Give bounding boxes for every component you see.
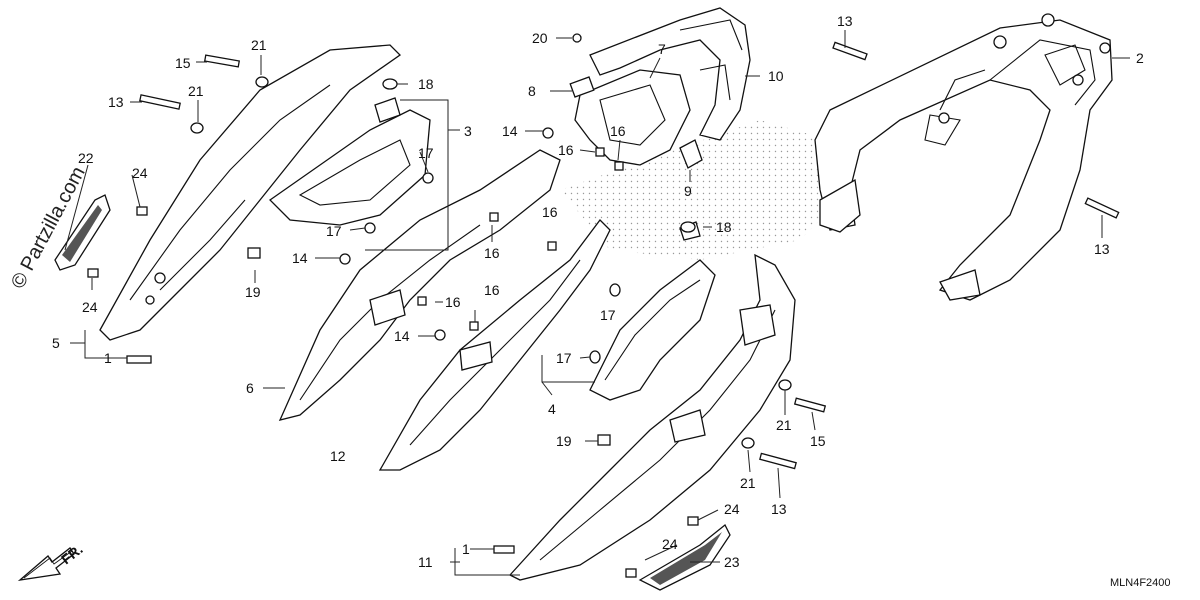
callout-13[interactable]: 13 (771, 501, 787, 517)
callout-17[interactable]: 17 (600, 307, 616, 323)
callout-20[interactable]: 20 (532, 30, 548, 46)
callout-13[interactable]: 13 (1094, 241, 1110, 257)
callout-10[interactable]: 10 (768, 68, 784, 84)
rear-top-cover[interactable] (589, 7, 751, 141)
callout-14[interactable]: 14 (394, 328, 410, 344)
callout-21[interactable]: 21 (251, 37, 267, 53)
callout-7[interactable]: 7 (658, 41, 666, 57)
callout-12[interactable]: 12 (330, 448, 346, 464)
front-direction-arrow: FR. (17, 541, 86, 581)
fasteners (87, 33, 1120, 578)
callout-22[interactable]: 22 (78, 150, 94, 166)
callout-21[interactable]: 21 (188, 83, 204, 99)
diagram-code: MLN4F2400 (1110, 577, 1171, 589)
callout-16[interactable]: 16 (610, 123, 626, 139)
right-lower-side-cover[interactable] (378, 219, 611, 471)
callout-17[interactable]: 17 (556, 350, 572, 366)
leader-lines (64, 30, 1130, 576)
callout-18[interactable]: 18 (716, 219, 732, 235)
callout-15[interactable]: 15 (175, 55, 191, 71)
callout-16[interactable]: 16 (542, 204, 558, 220)
inner-panel[interactable] (569, 69, 691, 166)
callout-14[interactable]: 14 (502, 123, 518, 139)
callout-2[interactable]: 2 (1136, 50, 1144, 66)
callout-24[interactable]: 24 (82, 299, 98, 315)
callout-24[interactable]: 24 (132, 165, 148, 181)
left-side-cover[interactable] (99, 44, 402, 341)
callout-1[interactable]: 1 (104, 350, 112, 366)
left-emblem[interactable] (54, 194, 111, 271)
callout-13[interactable]: 13 (837, 13, 853, 29)
callout-11[interactable]: 11 (418, 554, 433, 570)
callout-23[interactable]: 23 (724, 554, 740, 570)
bracket-part-9[interactable] (679, 139, 703, 169)
callout-21[interactable]: 21 (740, 475, 756, 491)
callout-21[interactable]: 21 (776, 417, 792, 433)
callout-3[interactable]: 3 (464, 123, 472, 139)
right-side-cover[interactable] (508, 253, 796, 581)
callout-14[interactable]: 14 (292, 250, 308, 266)
callout-24[interactable]: 24 (662, 536, 678, 552)
callout-24[interactable]: 24 (724, 501, 740, 517)
callout-1[interactable]: 1 (462, 541, 470, 557)
callout-18[interactable]: 18 (418, 76, 434, 92)
grab-rail[interactable] (814, 13, 1113, 301)
callout-6[interactable]: 6 (246, 380, 254, 396)
dotted-region (560, 120, 840, 260)
callout-8[interactable]: 8 (528, 83, 536, 99)
callout-19[interactable]: 19 (556, 433, 572, 449)
callout-16[interactable]: 16 (558, 142, 574, 158)
callout-5[interactable]: 5 (52, 335, 60, 351)
callout-16[interactable]: 16 (484, 245, 500, 261)
callout-labels: 15 21 13 21 18 3 17 17 14 19 22 24 24 5 … (52, 13, 1144, 570)
right-emblem[interactable] (638, 523, 731, 591)
callout-4[interactable]: 4 (548, 401, 556, 417)
callout-17[interactable]: 17 (326, 223, 342, 239)
callout-16[interactable]: 16 (484, 282, 500, 298)
callout-16[interactable]: 16 (445, 294, 461, 310)
callout-9[interactable]: 9 (684, 183, 692, 199)
callout-19[interactable]: 19 (245, 284, 261, 300)
callout-17[interactable]: 17 (418, 145, 434, 161)
callout-15[interactable]: 15 (810, 433, 826, 449)
callout-13[interactable]: 13 (108, 94, 124, 110)
